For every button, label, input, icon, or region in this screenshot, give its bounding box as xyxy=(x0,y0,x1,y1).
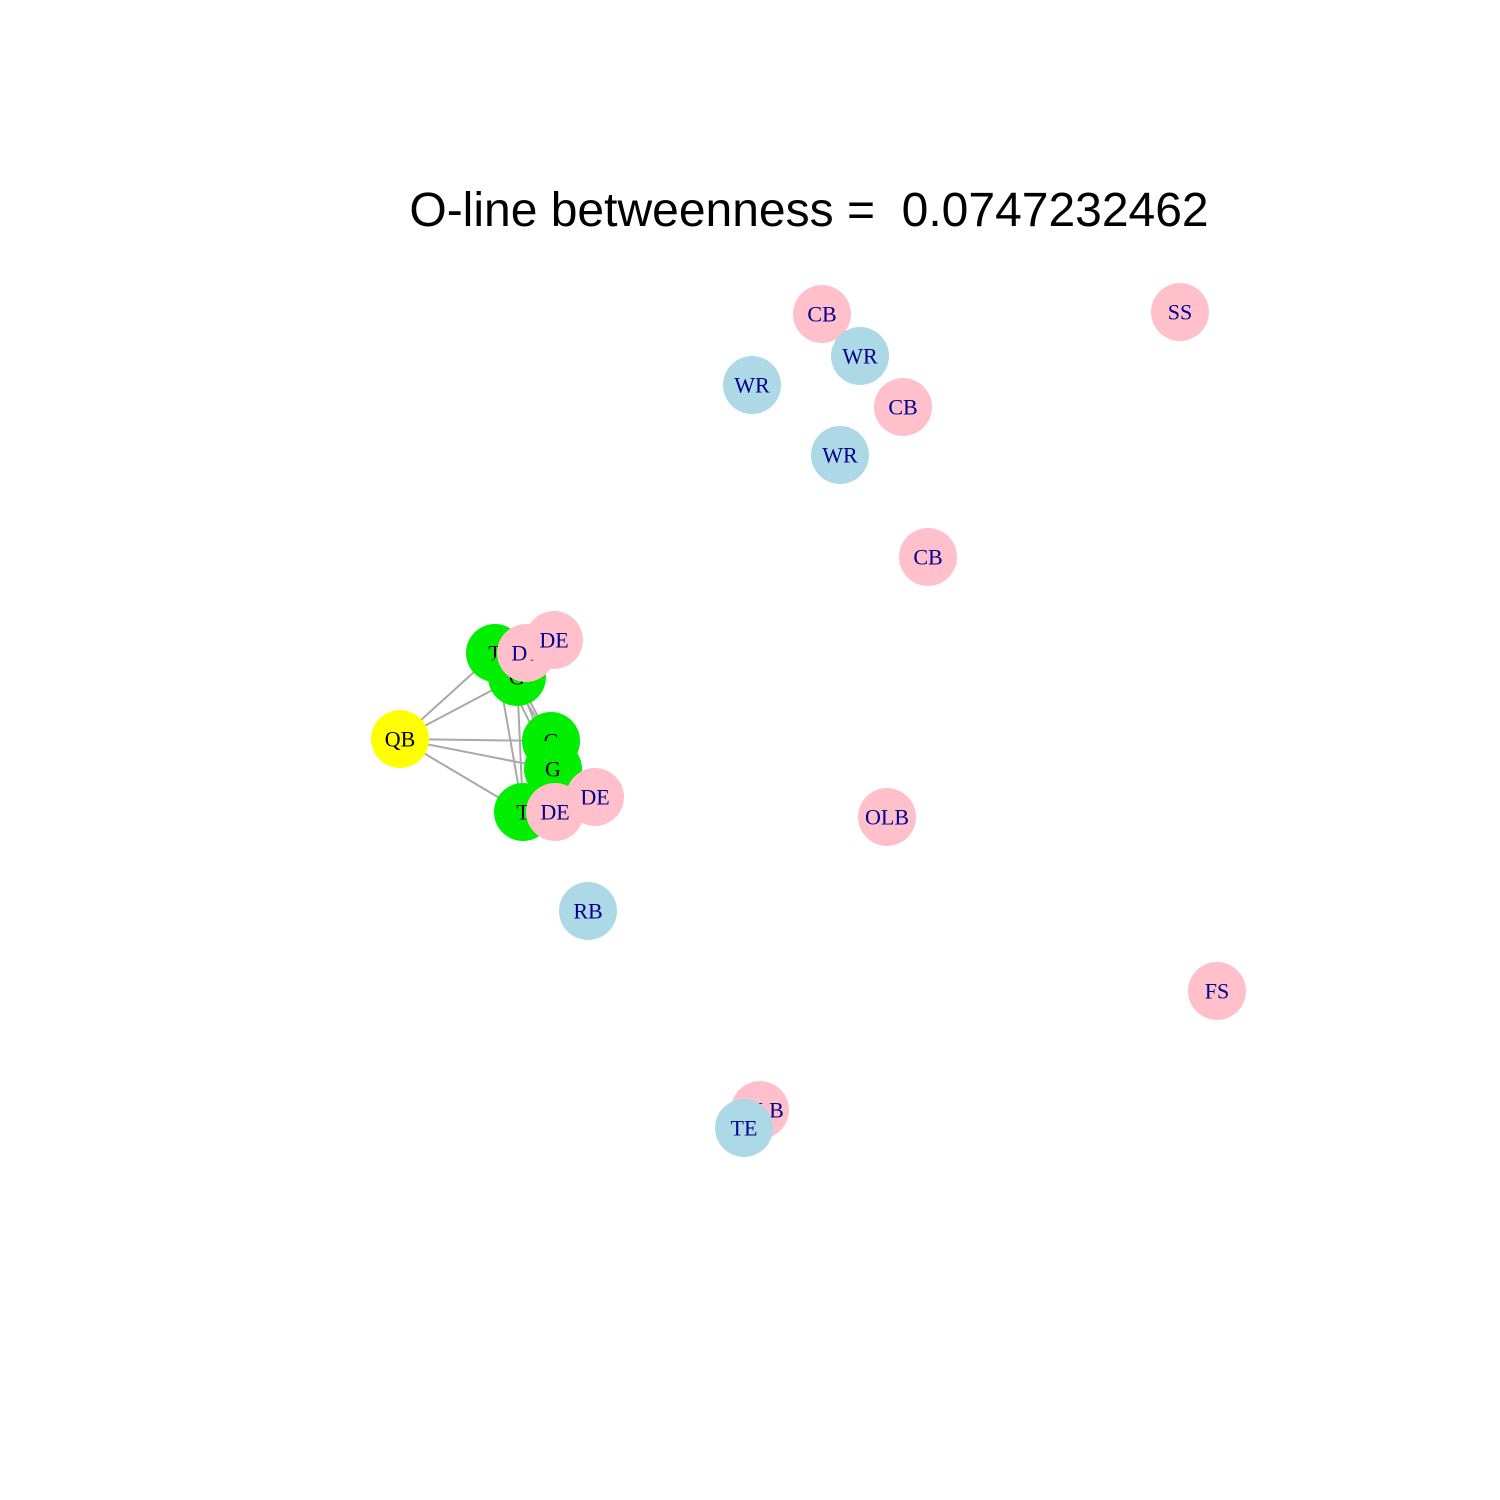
node-label-de3: DE xyxy=(580,785,609,810)
node-circle-fs xyxy=(1188,962,1246,1020)
node-circle-rb xyxy=(559,882,617,940)
node-label-cb3: CB xyxy=(913,545,942,570)
node-wr2: WR xyxy=(831,327,889,385)
nodes-layer: SSCBWRWRCBWRCBTGDTDEQBCGTDEDEOLBRBFSMLBT… xyxy=(371,283,1246,1157)
node-fs: FS xyxy=(1188,962,1246,1020)
node-label-wr1: WR xyxy=(734,373,770,398)
node-de3: DE xyxy=(566,768,624,826)
node-label-cb1: CB xyxy=(807,302,836,327)
node-circle-wr3 xyxy=(811,426,869,484)
node-wr1: WR xyxy=(723,356,781,414)
node-rb: RB xyxy=(559,882,617,940)
node-cb1: CB xyxy=(793,285,851,343)
plot-title: O-line betweenness = 0.0747232462 xyxy=(409,184,1209,237)
node-circle-wr1 xyxy=(723,356,781,414)
node-label-ss: SS xyxy=(1168,300,1192,325)
node-circle-wr2 xyxy=(831,327,889,385)
node-label-te: TE xyxy=(731,1116,758,1141)
node-cb2: CB xyxy=(874,378,932,436)
node-circle-de2 xyxy=(526,783,584,841)
node-label-wr2: WR xyxy=(842,344,878,369)
node-de1: DE xyxy=(525,611,583,669)
node-circle-te xyxy=(715,1099,773,1157)
node-olb: OLB xyxy=(858,788,916,846)
node-label-olb: OLB xyxy=(865,805,909,830)
node-cb3: CB xyxy=(899,528,957,586)
node-circle-cb1 xyxy=(793,285,851,343)
node-de2: DE xyxy=(526,783,584,841)
node-label-de1: DE xyxy=(539,628,568,653)
node-circle-ss xyxy=(1151,283,1209,341)
node-ss: SS xyxy=(1151,283,1209,341)
node-label-rb: RB xyxy=(573,899,602,924)
node-circle-olb xyxy=(858,788,916,846)
node-label-fs: FS xyxy=(1205,979,1229,1004)
node-te: TE xyxy=(715,1099,773,1157)
node-label-qb: QB xyxy=(385,727,416,752)
node-circle-cb2 xyxy=(874,378,932,436)
node-circle-qb xyxy=(371,710,429,768)
node-g2: G xyxy=(524,740,582,798)
node-qb: QB xyxy=(371,710,429,768)
node-label-cb2: CB xyxy=(888,395,917,420)
node-label-wr3: WR xyxy=(822,443,858,468)
node-wr3: WR xyxy=(811,426,869,484)
node-circle-de1 xyxy=(525,611,583,669)
node-label-de2: DE xyxy=(540,800,569,825)
node-label-g2: G xyxy=(545,757,561,782)
node-circle-cb3 xyxy=(899,528,957,586)
node-circle-g2 xyxy=(524,740,582,798)
